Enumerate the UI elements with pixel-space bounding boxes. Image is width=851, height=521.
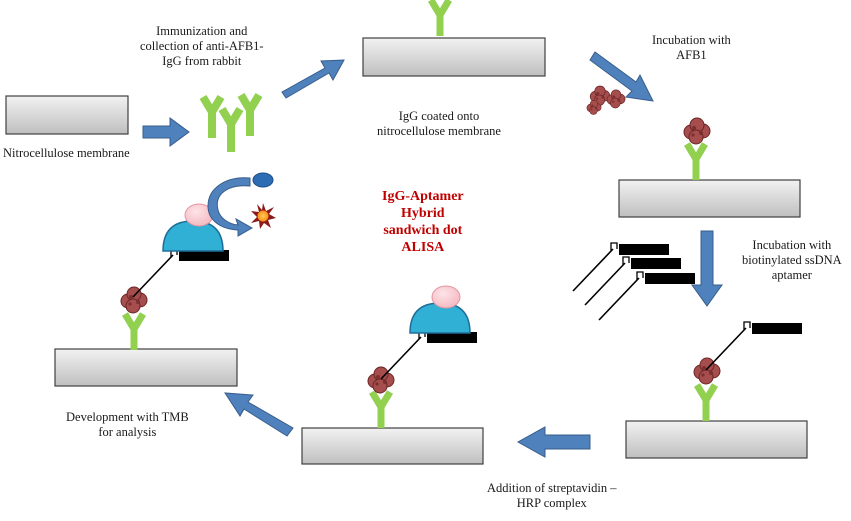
streptavidin-hrp-icon <box>409 285 471 334</box>
igg-antibody-icon <box>125 314 143 350</box>
label-addition-line: HRP complex <box>516 496 587 510</box>
aptamer-strands <box>572 242 696 321</box>
label-incubation-afb1-line: Incubation with <box>652 33 731 47</box>
aptamer-strand-icon <box>705 321 803 371</box>
tmb-substrate-icon <box>252 172 274 188</box>
process-arrow-icon <box>281 59 345 99</box>
membranes <box>5 37 808 465</box>
label-addition-line: Addition of streptavidin – <box>487 481 617 495</box>
igg-antibody-icon <box>687 144 705 180</box>
process-arrow-icon <box>589 51 654 102</box>
igg-antibody-icon <box>697 385 715 421</box>
igg-antibody-icon <box>237 92 263 136</box>
igg-antibody-group <box>199 92 263 152</box>
process-arrow-icon <box>142 117 190 147</box>
membrane-development <box>54 348 238 387</box>
aptamer-strand-icon <box>380 330 478 380</box>
label-development: Development with TMB for analysis <box>66 410 189 440</box>
igg-antibody-icon <box>372 392 390 428</box>
afb1-molecule-icon <box>606 89 626 109</box>
label-incubation-afb1-line: AFB1 <box>676 48 707 62</box>
diagram-title-line: Hybrid <box>401 206 445 221</box>
afb1-molecules <box>586 85 626 115</box>
igg-antibody-icon <box>431 0 449 36</box>
process-arrows <box>142 51 723 458</box>
label-igg-coated-line: nitrocellulose membrane <box>377 124 501 138</box>
tmb-product-starburst-icon <box>251 203 276 229</box>
igg-antibody-icon <box>218 106 244 152</box>
label-incubation-afb1: Incubation with AFB1 <box>652 33 731 63</box>
label-immunization-line: Immunization and <box>156 24 248 38</box>
process-arrow-icon <box>691 230 723 307</box>
membrane-aptamer <box>625 420 808 459</box>
process-arrow-icon <box>224 392 294 437</box>
label-incubation-aptamer: Incubation with biotinylated ssDNA aptam… <box>742 238 842 283</box>
diagram-title-line: IgG-Aptamer <box>382 189 464 204</box>
label-incubation-aptamer-line: Incubation with <box>752 238 832 252</box>
label-immunization-line: IgG from rabbit <box>162 54 242 68</box>
membrane-strep-hrp <box>301 427 484 465</box>
afb1-molecule-icon <box>120 286 148 314</box>
label-addition: Addition of streptavidin – HRP complex <box>487 481 617 511</box>
afb1-molecule-icon <box>367 366 395 394</box>
label-development-line: for analysis <box>98 425 157 439</box>
label-incubation-aptamer-line: aptamer <box>771 268 812 282</box>
membrane-afb1 <box>618 179 801 218</box>
membrane-initial <box>5 95 129 135</box>
igg-antibody-icon <box>199 94 225 138</box>
membrane-coated <box>362 37 546 77</box>
label-incubation-aptamer-line: biotinylated ssDNA <box>742 253 842 267</box>
diagram-title-line: ALISA <box>401 240 445 255</box>
label-immunization: Immunization and collection of anti-AFB1… <box>140 24 264 69</box>
label-immunization-line: collection of anti-AFB1- <box>140 39 264 53</box>
diagram-title-line: sandwich dot <box>383 223 463 238</box>
label-igg-coated-line: IgG coated onto <box>398 109 480 123</box>
aptamer-strand-icon <box>132 248 230 298</box>
afb1-molecule-icon <box>683 117 711 145</box>
label-igg-coated: IgG coated onto nitrocellulose membrane <box>377 109 501 139</box>
afb1-molecule-icon <box>693 357 721 385</box>
aptamer-strand-icon <box>598 271 696 321</box>
diagram-title: IgG-Aptamer Hybrid sandwich dot ALISA <box>382 188 464 256</box>
label-development-line: Development with TMB <box>66 410 189 424</box>
label-nitrocellulose: Nitrocellulose membrane <box>3 146 130 160</box>
process-arrow-icon <box>516 426 591 458</box>
tmb-conversion-arrow-icon <box>207 177 254 237</box>
